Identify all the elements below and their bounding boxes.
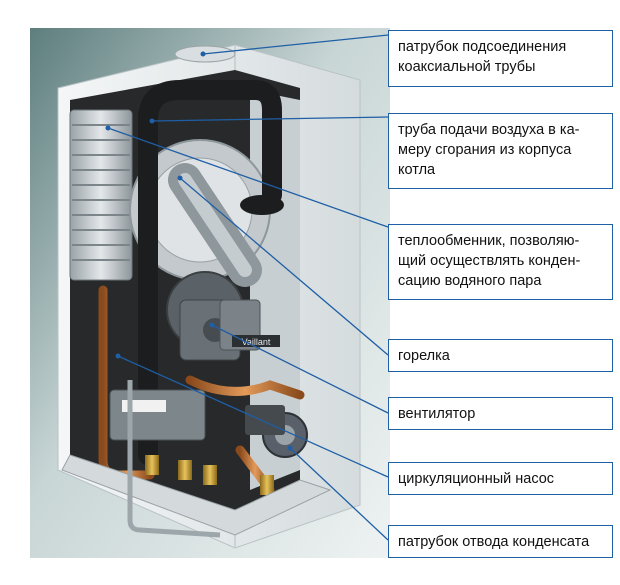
label-burner-text: горелка [398,346,603,366]
label-coax-pipe: патрубок подсоединения коаксиальной труб… [388,30,613,87]
label-heat-exchanger-text: теплообменник, позволяю- щий осуществлят… [398,231,603,291]
label-fan: вентилятор [388,397,613,430]
heat-exchanger-illustration [70,110,132,280]
label-coax-pipe-text: патрубок подсоединения коаксиальной труб… [398,37,603,77]
label-pump: циркуляционный насос [388,462,613,495]
gas-valve [110,390,205,440]
label-heat-exchanger: теплообменник, позволяю- щий осуществлят… [388,224,613,300]
label-pump-text: циркуляционный насос [398,469,603,489]
label-air-pipe-text: труба подачи воздуха в ка- меру сгорания… [398,120,603,180]
label-condensate-pipe-text: патрубок отвода конденсата [398,532,603,552]
label-burner: горелка [388,339,613,372]
label-air-pipe: труба подачи воздуха в ка- меру сгорания… [388,113,613,189]
label-condensate-pipe: патрубок отвода конденсата [388,525,613,558]
label-fan-text: вентилятор [398,404,603,424]
